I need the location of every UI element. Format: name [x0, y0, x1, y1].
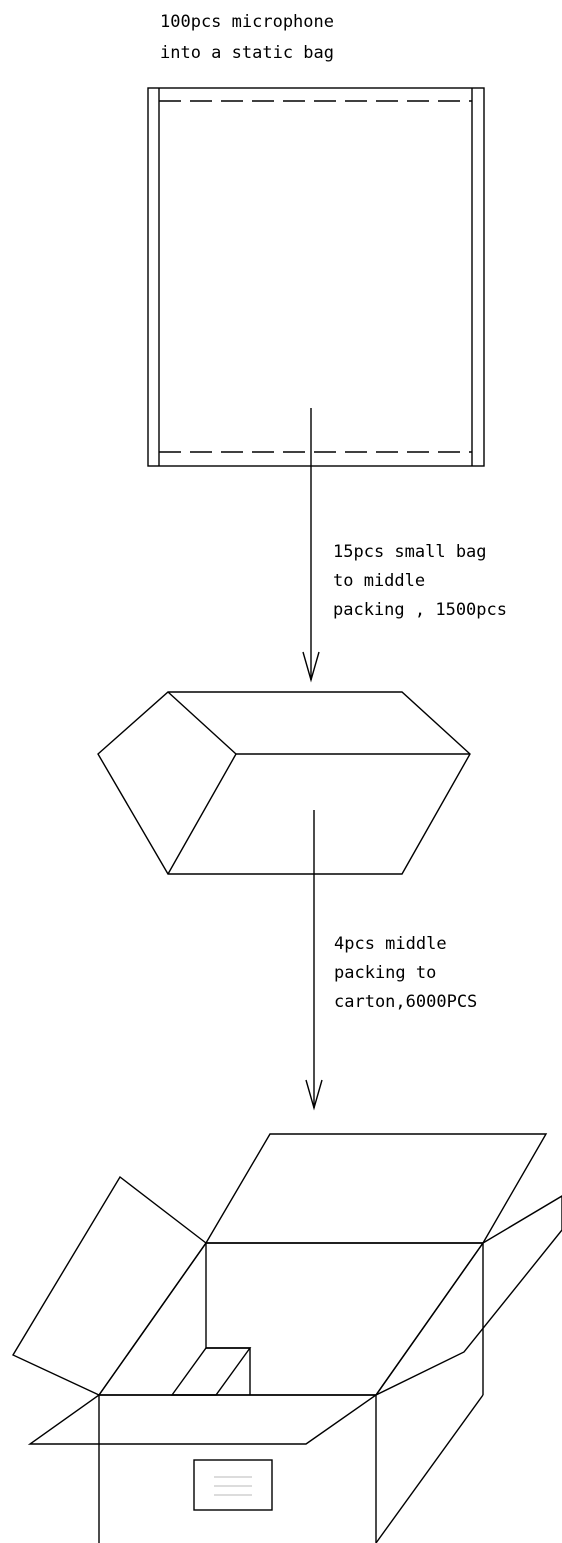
step2-line-2: to middle: [333, 571, 425, 591]
open-carton: [11, 1133, 562, 1543]
arrow-middle-packing-to-carton: [305, 810, 323, 1111]
carton-divider-top: [170, 1347, 252, 1396]
step1-line-1: 100pcs microphone: [160, 12, 334, 32]
middle-packing-box: [97, 691, 471, 875]
step2-label: 15pcs small bag to middle packing , 1500…: [333, 542, 507, 620]
carton-side-bottom-edge: [375, 1394, 484, 1543]
step3-line-3: carton,6000PCS: [334, 992, 477, 1012]
bag-outline: [147, 87, 485, 467]
carton-right-flap: [375, 1195, 562, 1396]
box-outline: [97, 691, 471, 875]
static-bag: [147, 87, 485, 467]
step3-label: 4pcs middle packing to carton,6000PCS: [334, 934, 477, 1012]
carton-opening-rim: [97, 1242, 485, 1396]
step2-line-1: 15pcs small bag: [333, 542, 487, 562]
arrow-1-head: [302, 651, 320, 683]
step3-line-2: packing to: [334, 963, 436, 983]
carton-back-flap: [204, 1133, 548, 1244]
carton-front-flap: [27, 1394, 379, 1445]
carton-inner-divider: [206, 1347, 251, 1395]
step1-line-2: into a static bag: [160, 43, 334, 63]
step3-line-1: 4pcs middle: [334, 934, 447, 954]
carton-shipping-label: [193, 1459, 273, 1511]
label-frame: [193, 1459, 273, 1511]
box-end-face: [167, 691, 237, 875]
arrow-2-head: [305, 1079, 323, 1111]
arrow-bag-to-middle-packing: [302, 408, 320, 683]
step1-label: 100pcs microphone into a static bag: [160, 12, 344, 63]
step2-line-3: packing , 1500pcs: [333, 600, 507, 620]
carton-left-flap: [11, 1175, 207, 1396]
